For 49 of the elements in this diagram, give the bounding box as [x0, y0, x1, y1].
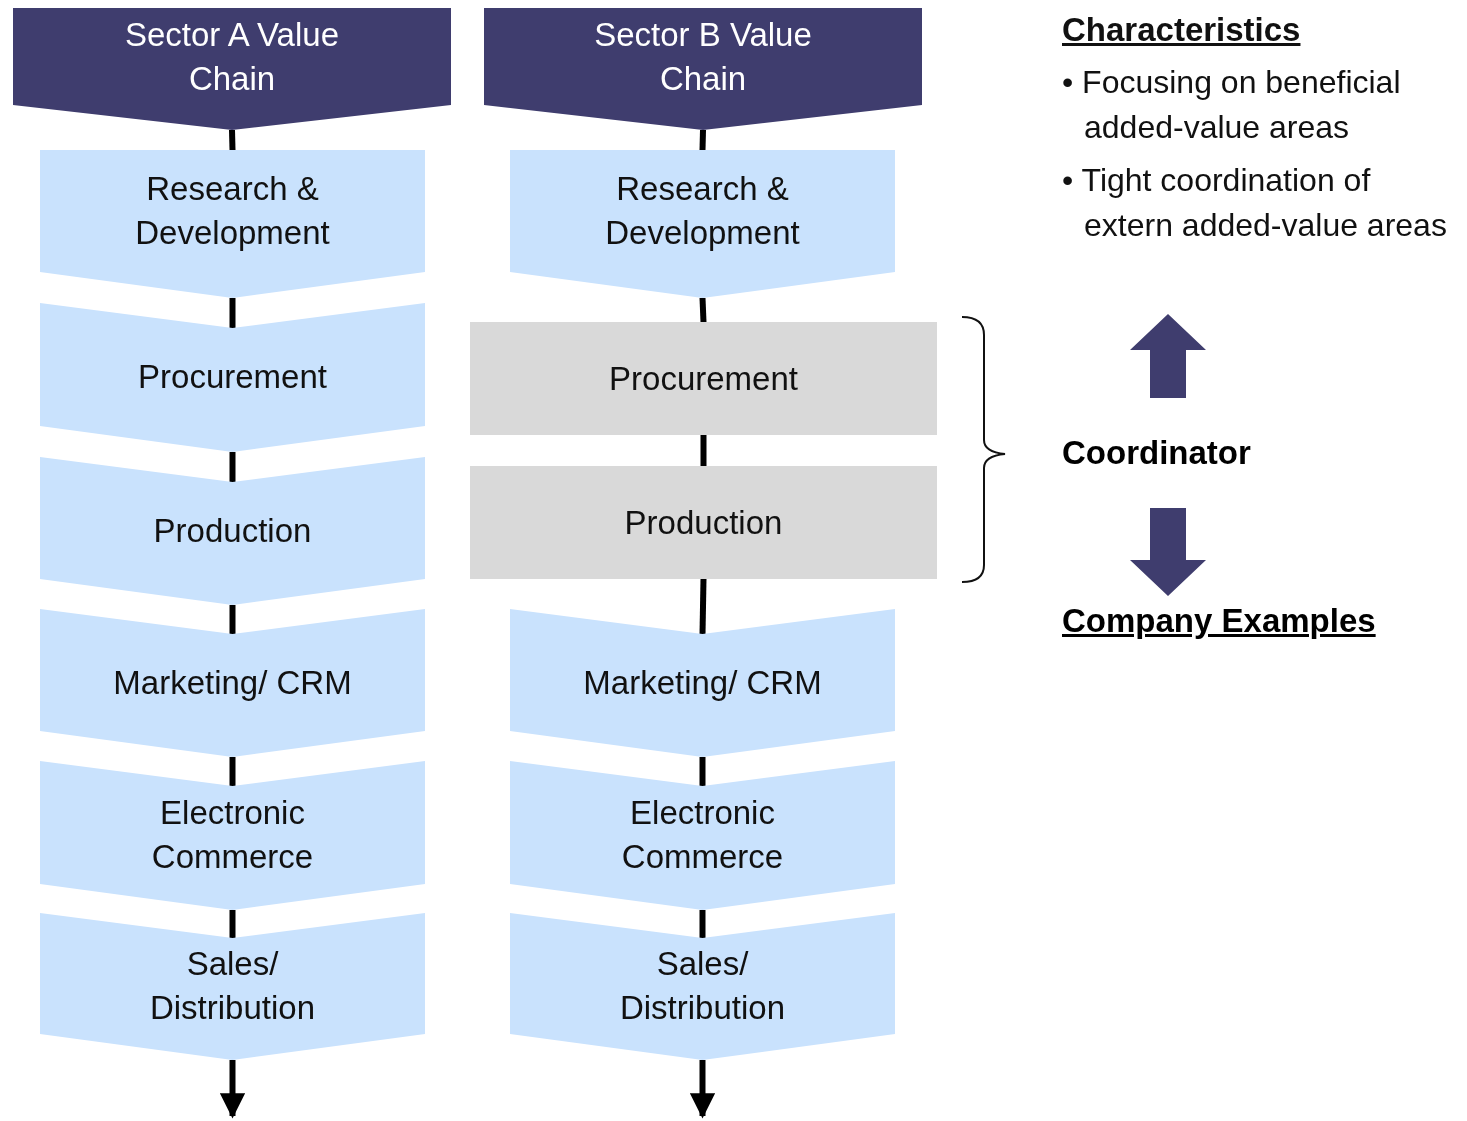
- arrow: [219, 1060, 246, 1119]
- chevron-step: [510, 761, 895, 910]
- connector-line: [699, 297, 707, 323]
- role-label: Coordinator: [1062, 433, 1251, 473]
- connector-line: [699, 757, 706, 786]
- step-label: Sector A Value Chain: [123, 14, 340, 99]
- step-label: Sales/ Distribution: [618, 944, 787, 1028]
- connector-line: [699, 910, 706, 938]
- connector-line: [229, 910, 236, 938]
- step-label: Research & Development: [134, 169, 331, 253]
- connector-line: [229, 129, 236, 151]
- block-arrow: [1130, 314, 1206, 398]
- sector-header-banner: [13, 8, 451, 130]
- step-label: Electronic Commerce: [150, 793, 315, 877]
- block-arrow: [1130, 508, 1206, 596]
- step-label: Marketing/ CRM: [583, 662, 822, 703]
- step-label: Production: [624, 502, 783, 543]
- chevron-step: [40, 457, 425, 605]
- step-label: Sales/ Distribution: [148, 944, 317, 1028]
- arrow: [689, 1060, 716, 1119]
- chevron-step: [510, 609, 895, 757]
- chevron-step: [40, 609, 425, 757]
- step-label: Electronic Commerce: [620, 793, 785, 877]
- chevron-step: [40, 303, 425, 452]
- step-label: Sector B Value Chain: [593, 14, 813, 99]
- sector-header-banner: [484, 8, 922, 130]
- process-box: [470, 466, 937, 579]
- connector-line: [229, 452, 236, 482]
- step-label: Production: [153, 510, 312, 551]
- section-heading: Company Examples: [1062, 601, 1376, 641]
- bullet-text: • Focusing on beneficial added-value areas: [1062, 63, 1402, 147]
- chevron-step: [40, 913, 425, 1060]
- connector-line: [229, 757, 236, 786]
- chevron-step: [510, 150, 895, 298]
- chevron-step: [510, 913, 895, 1060]
- step-label: Procurement: [138, 357, 327, 397]
- connector-line: [229, 605, 236, 634]
- connector-line: [699, 578, 707, 635]
- connector-line: [700, 435, 707, 466]
- connector-line: [229, 298, 236, 328]
- section-heading: Characteristics: [1062, 10, 1302, 50]
- process-box: [470, 322, 937, 435]
- step-label: Marketing/ CRM: [113, 662, 352, 703]
- chevron-step: [40, 761, 425, 910]
- chevron-step: [40, 150, 425, 298]
- bullet-text: • Tight coordination of extern added-value areas: [1062, 161, 1448, 245]
- step-label: Procurement: [609, 358, 798, 399]
- step-label: Research & Development: [604, 169, 801, 253]
- connector-line: [699, 129, 706, 151]
